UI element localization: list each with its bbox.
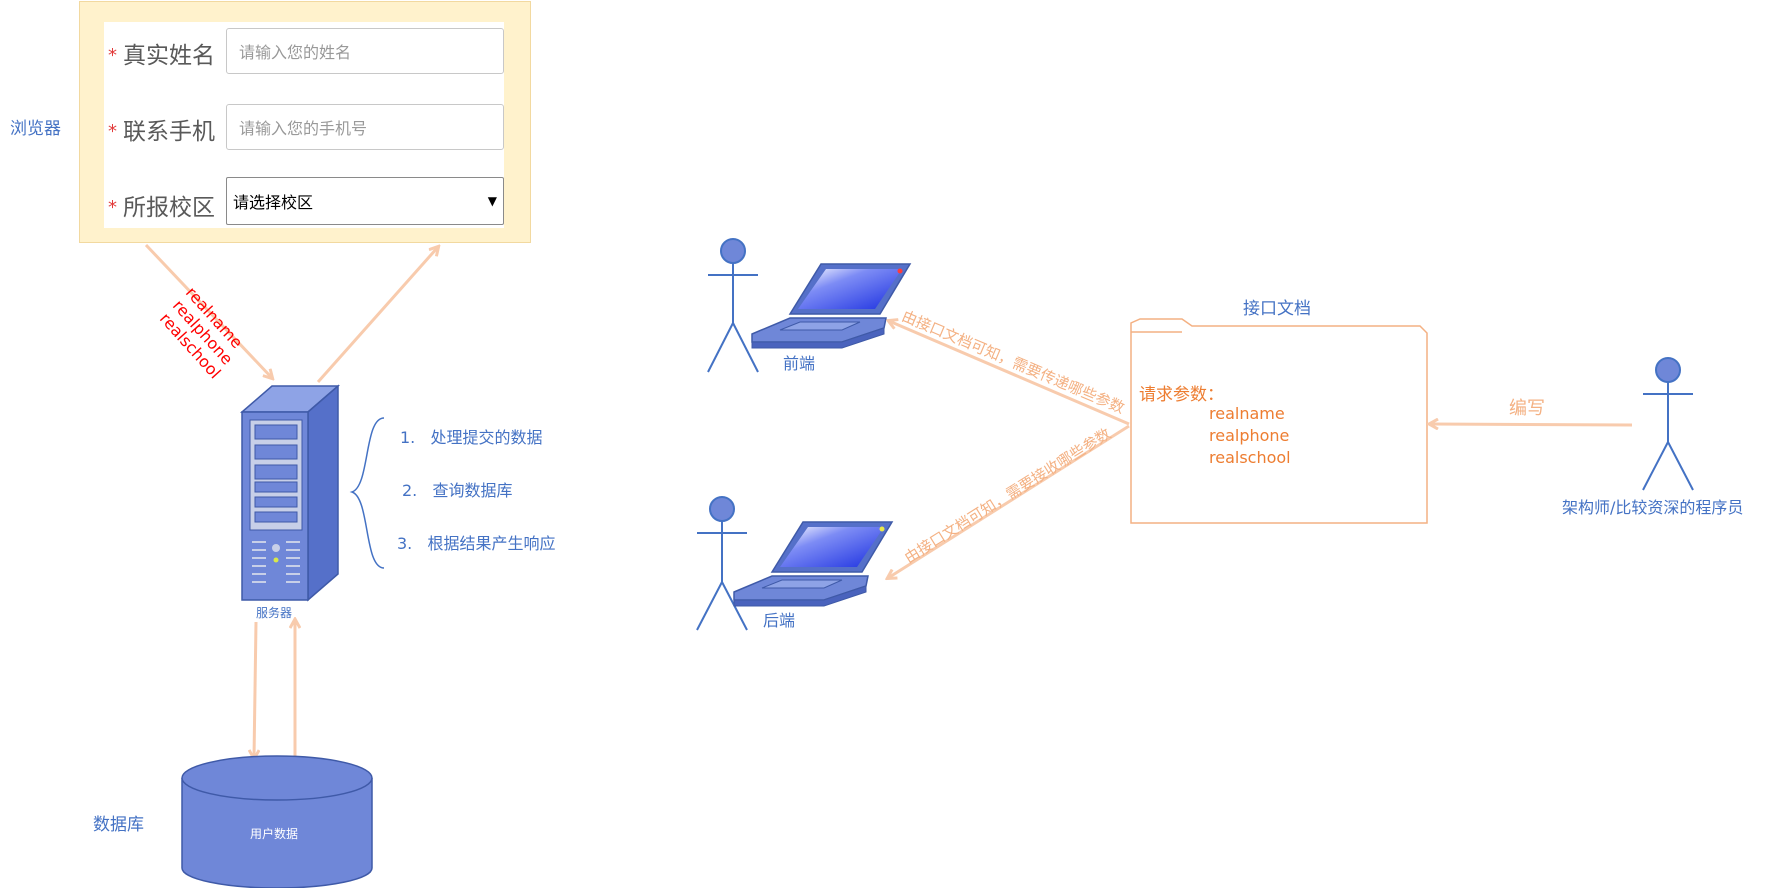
dropdown-arrow-icon: ▼ (487, 194, 497, 208)
architect-write-arrow (1430, 424, 1633, 425)
campus-field-label: *所报校区 (108, 195, 215, 221)
database-content-label: 用户数据 (250, 827, 299, 841)
name-input[interactable]: 请输入您的姓名 (226, 28, 504, 74)
name-field-label: *真实姓名 (108, 43, 215, 69)
architect-label: 架构师/比较资深的程序员 (1562, 498, 1744, 517)
backend-label: 后端 (763, 611, 796, 630)
browser-label: 浏览器 (10, 119, 61, 139)
api-doc-param-realname: realname (1209, 404, 1285, 423)
steps-brace (349, 417, 385, 569)
backend-laptop-icon (733, 521, 894, 607)
doc-to-backend-arrow (888, 424, 1130, 578)
server-icon (239, 384, 341, 602)
campus-select[interactable]: 请选择校区 ▼ (226, 177, 504, 225)
response-arrow (316, 247, 438, 383)
step-3: 3. 根据结果产生响应 (397, 534, 556, 553)
request-arrow (144, 243, 272, 378)
frontend-person-icon (707, 238, 759, 373)
api-doc-title: 接口文档 (1243, 299, 1311, 319)
step-2: 2. 查询数据库 (402, 481, 513, 500)
database-label: 数据库 (93, 815, 144, 835)
registration-form: *真实姓名 请输入您的姓名 *联系手机 请输入您的手机号 *所报校区 请选择校区… (104, 22, 504, 228)
phone-field-label: *联系手机 (108, 119, 215, 145)
database-icon (181, 755, 373, 888)
api-doc-param-realphone: realphone (1209, 426, 1290, 445)
step-1: 1. 处理提交的数据 (400, 428, 543, 447)
frontend-label: 前端 (783, 354, 816, 373)
doc-to-frontend-arrow (889, 321, 1130, 426)
write-action-label: 编写 (1509, 398, 1545, 419)
architect-person-icon (1642, 357, 1694, 491)
backend-person-icon (696, 496, 748, 631)
frontend-laptop-icon (751, 263, 912, 349)
api-doc-folder (1130, 318, 1428, 524)
api-doc-param-realschool: realschool (1209, 448, 1291, 467)
phone-input[interactable]: 请输入您的手机号 (226, 104, 504, 150)
query-arrow (254, 621, 256, 758)
api-doc-params-title: 请求参数： (1139, 385, 1224, 405)
server-label: 服务器 (256, 606, 293, 620)
